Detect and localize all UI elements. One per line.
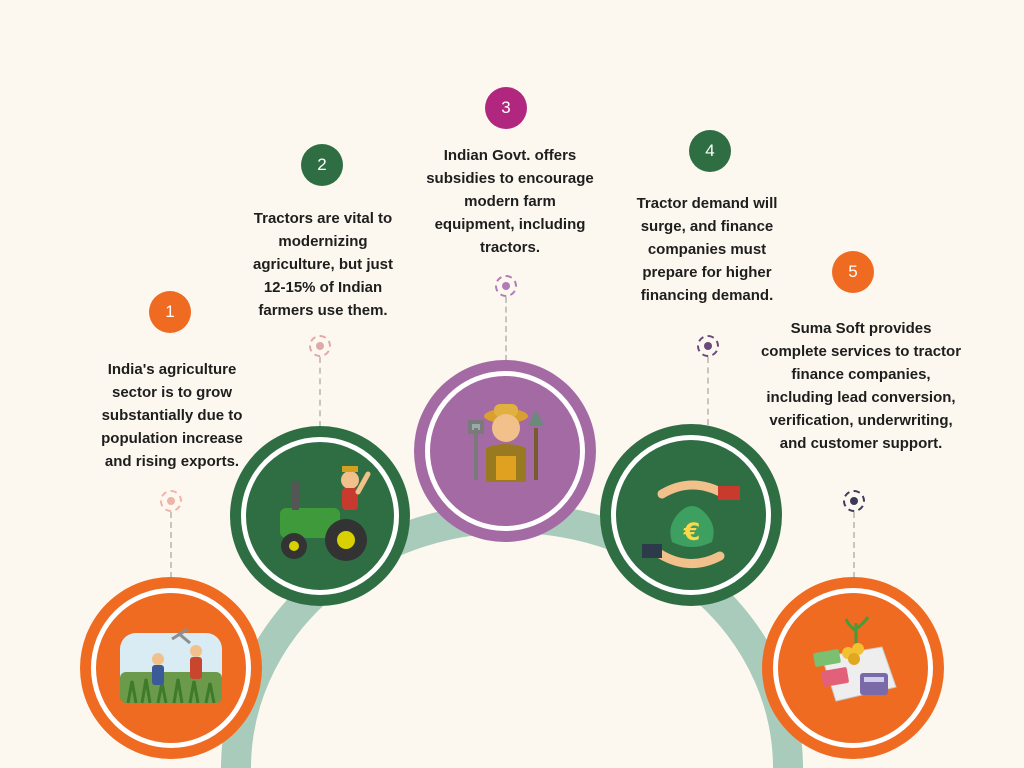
step-4-text: Tractor demand will surge, and finance c… xyxy=(636,195,778,304)
step-5-connector-dot xyxy=(843,490,865,512)
step-3-number: 3 xyxy=(485,87,527,129)
step-2-circle xyxy=(230,426,410,606)
step-3-connector-line xyxy=(505,297,507,361)
step-2-connector-dot xyxy=(309,335,331,357)
step-4-connector-dot xyxy=(697,335,719,357)
step-1-text: India's agriculture sector is to grow su… xyxy=(101,361,243,470)
step-1-circle xyxy=(80,577,262,759)
step-2-number: 2 xyxy=(301,144,343,186)
step-3-text: Indian Govt. offers subsidies to encoura… xyxy=(426,147,594,256)
step-3-circle xyxy=(414,360,596,542)
step-4-number: 4 xyxy=(689,130,731,172)
step-1-number: 1 xyxy=(149,291,191,333)
tractor-icon xyxy=(280,466,371,561)
step-5-number: 5 xyxy=(832,251,874,293)
svg-text:€: € xyxy=(683,518,701,546)
step-1-connector-dot xyxy=(160,490,182,512)
step-1-connector-line xyxy=(170,512,172,578)
step-5-connector-line xyxy=(853,512,855,578)
step-5-circle xyxy=(762,577,944,759)
finance-documents-icon xyxy=(813,616,897,702)
step-4-circle: € xyxy=(600,424,782,606)
step-3-connector-dot xyxy=(495,275,517,297)
farmer-icon xyxy=(468,404,544,482)
step-5-text: Suma Soft provides complete services to … xyxy=(760,320,962,452)
step-2-text: Tractors are vital to modernizing agricu… xyxy=(252,210,393,319)
farmers-field-icon xyxy=(120,627,222,704)
step-4-connector-line xyxy=(707,357,709,425)
step-2-connector-line xyxy=(319,357,321,427)
money-exchange-icon: € xyxy=(642,480,740,569)
